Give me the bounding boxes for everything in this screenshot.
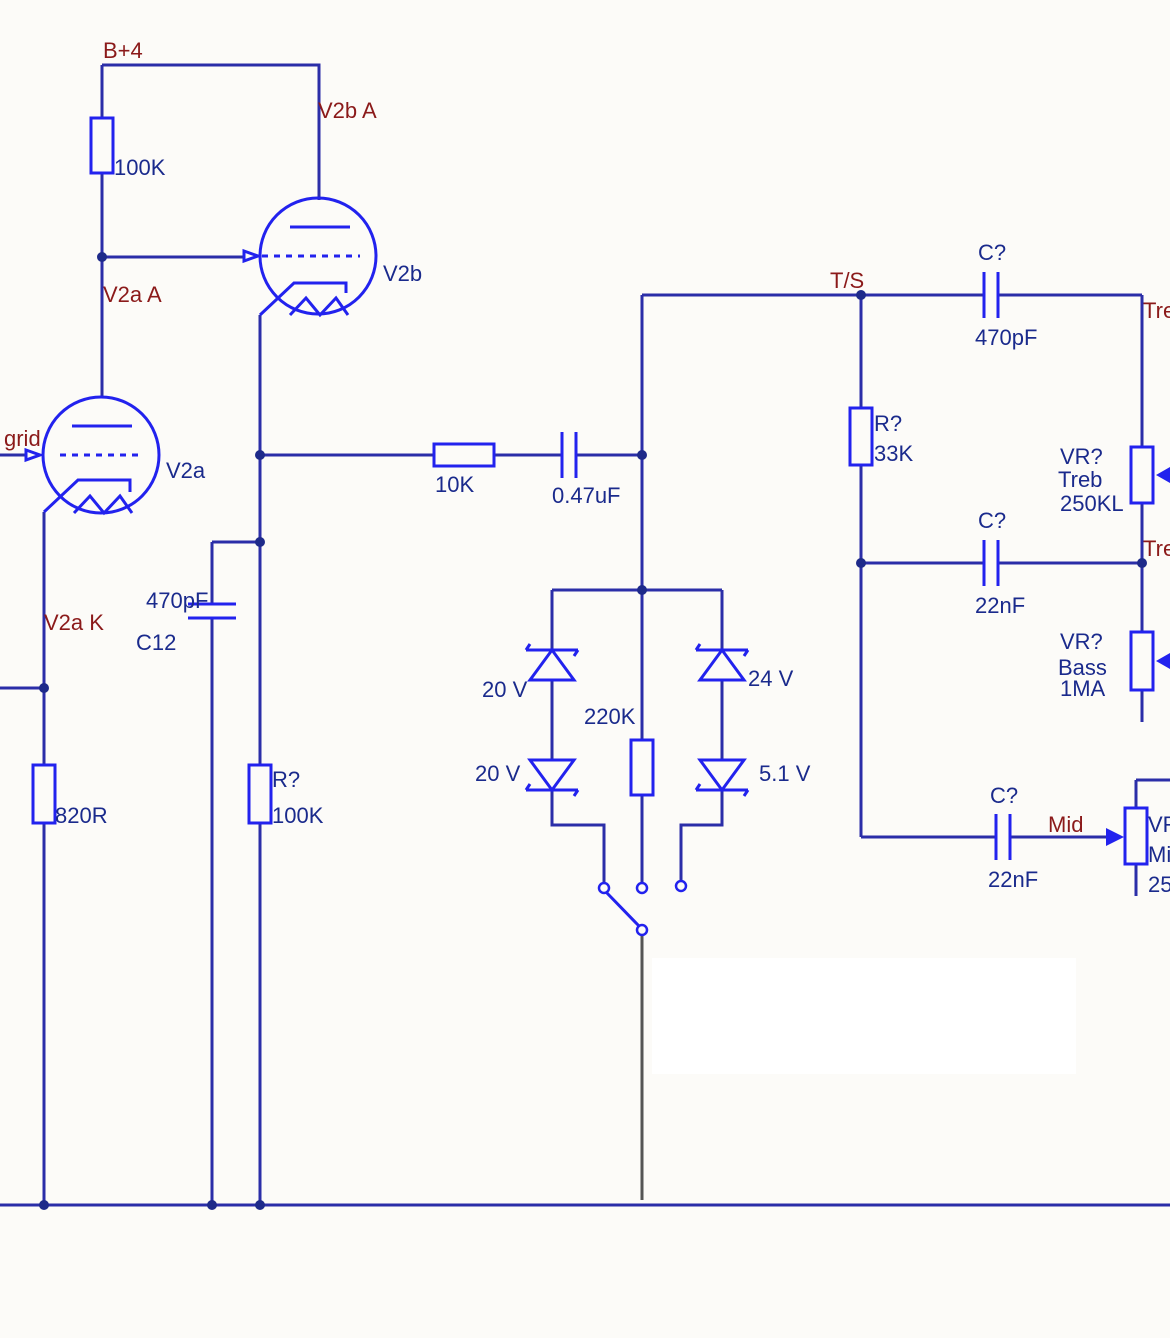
zener-diode-3-label: 24 V: [748, 666, 794, 691]
junction-dot: [255, 450, 265, 460]
capacitor-bypass-ref: C12: [136, 630, 176, 655]
junction-dot: [39, 683, 49, 693]
zener-diode-3[interactable]: [694, 643, 750, 682]
resistors: [31, 116, 874, 825]
zener-diode-2-label: 20 V: [475, 761, 521, 786]
pot-mid-ref: VR: [1148, 812, 1170, 837]
rotary-switch[interactable]: [597, 879, 688, 937]
net-label-mid: Mid: [1048, 812, 1083, 837]
capacitor-treble[interactable]: [982, 272, 1000, 318]
pot-mid[interactable]: [1106, 806, 1149, 866]
junction-dot: [856, 290, 866, 300]
pot-treble-ref: VR?: [1060, 444, 1103, 469]
resistor-shunt[interactable]: [247, 763, 273, 825]
net-label-v2a-anode: V2a A: [103, 282, 162, 307]
junction-dot: [39, 1200, 49, 1210]
resistor-slope-value: 33K: [874, 441, 913, 466]
junction-dot: [637, 450, 647, 460]
capacitor-coupling-value: 0.47uF: [552, 483, 621, 508]
tube-v2a[interactable]: [24, 395, 161, 516]
resistor-cathode[interactable]: [31, 763, 57, 825]
junction-dot: [97, 252, 107, 262]
tube-v2a-label: V2a: [166, 458, 206, 483]
resistor-shunt-value: 100K: [272, 803, 324, 828]
capacitor-bass-ref: C?: [978, 508, 1006, 533]
net-label-treble-top: Tre: [1143, 298, 1170, 323]
pot-mid-name: Mi: [1148, 842, 1170, 867]
resistor-slope-ref: R?: [874, 411, 902, 436]
capacitor-bypass-value: 470pF: [146, 588, 208, 613]
pot-bass-name: Bass: [1058, 655, 1107, 680]
net-label-grid: grid: [4, 426, 41, 451]
resistor-slope[interactable]: [848, 406, 874, 467]
pot-bass-ref: VR?: [1060, 629, 1103, 654]
capacitor-mid-ref: C?: [990, 783, 1018, 808]
blank-panel: [652, 958, 1076, 1074]
capacitor-treble-ref: C?: [978, 240, 1006, 265]
pot-bass[interactable]: [1129, 630, 1170, 692]
pot-treble[interactable]: [1129, 445, 1170, 505]
pot-treble-name: Treb: [1058, 467, 1102, 492]
zener-diode-4[interactable]: [694, 758, 750, 797]
resistor-plate-value: 100K: [114, 155, 166, 180]
resistor-cathode-value: 820R: [55, 803, 108, 828]
capacitor-coupling[interactable]: [560, 432, 578, 478]
component-labels: V2b V2a 100K 820R R? 100K 470pF C12 10K …: [55, 155, 1170, 897]
resistor-shunt-ref: R?: [272, 767, 300, 792]
pot-treble-value: 250KL: [1060, 491, 1124, 516]
capacitor-mid-value: 22nF: [988, 867, 1038, 892]
zener-diode-2[interactable]: [524, 758, 580, 797]
junction-dot: [207, 1200, 217, 1210]
capacitor-bypass[interactable]: [188, 602, 236, 620]
capacitor-bass-value: 22nF: [975, 593, 1025, 618]
capacitor-bass[interactable]: [982, 540, 1000, 586]
resistor-series-value: 10K: [435, 472, 474, 497]
tube-v2b-label: V2b: [383, 261, 422, 286]
junction-dot: [1137, 558, 1147, 568]
tube-v2b[interactable]: [242, 196, 378, 318]
capacitor-treble-value: 470pF: [975, 325, 1037, 350]
net-label-treble-mid: Tre: [1143, 536, 1170, 561]
resistor-series[interactable]: [432, 442, 496, 468]
pot-bass-value: 1MA: [1060, 676, 1106, 701]
resistor-plate[interactable]: [89, 116, 115, 175]
net-label-v2a-cathode: V2a K: [44, 610, 104, 635]
junction-dot: [856, 558, 866, 568]
junctions: [39, 252, 1147, 1210]
junction-dot: [637, 585, 647, 595]
wires: [0, 63, 1170, 1207]
net-label-b-plus: B+4: [103, 38, 143, 63]
net-labels: B+4 V2b A V2a A V2a K grid T/S Tre Tre M…: [4, 38, 1170, 837]
zener-diode-1[interactable]: [524, 643, 580, 682]
resistor-bleed[interactable]: [629, 738, 655, 797]
junction-dot: [255, 1200, 265, 1210]
net-label-tone-stack: T/S: [830, 268, 864, 293]
junction-dot: [255, 537, 265, 547]
zener-diode-4-label: 5.1 V: [759, 761, 811, 786]
zener-diode-1-label: 20 V: [482, 677, 528, 702]
capacitor-mid[interactable]: [994, 814, 1012, 860]
net-label-v2b-anode: V2b A: [318, 98, 377, 123]
resistor-bleed-value: 220K: [584, 704, 636, 729]
capacitors: [188, 272, 1012, 860]
pot-mid-value: 25: [1148, 872, 1170, 897]
potentiometers: [1106, 445, 1170, 866]
zener-diodes: [524, 643, 750, 797]
